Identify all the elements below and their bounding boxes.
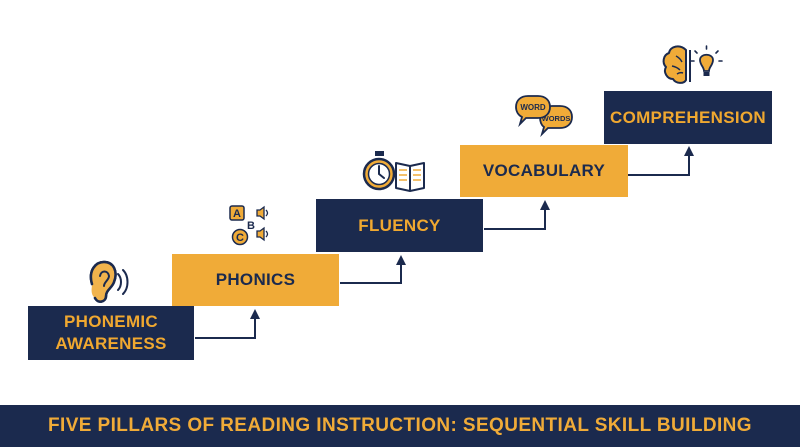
step-fluency: FLUENCY bbox=[316, 199, 483, 252]
footer-title: FIVE PILLARS OF READING INSTRUCTION: SEQ… bbox=[48, 415, 752, 436]
step-label: FLUENCY bbox=[358, 215, 441, 235]
step-label-line1: PHONEMIC bbox=[63, 312, 158, 331]
connector-arrow-1 bbox=[195, 309, 260, 339]
word-bubbles-icon: WORDS WORD bbox=[515, 95, 573, 138]
connector-arrow-3 bbox=[484, 200, 550, 230]
step-label: COMPREHENSION bbox=[610, 107, 766, 127]
bubble-words-text: WORDS bbox=[542, 114, 571, 123]
step-vocabulary: VOCABULARY bbox=[460, 145, 628, 197]
connector-arrow-4 bbox=[628, 146, 694, 176]
ear-sound-icon bbox=[89, 260, 129, 303]
letter-c: C bbox=[236, 232, 244, 244]
step-label: PHONICS bbox=[215, 270, 296, 289]
step-label-line2: AWARENESS bbox=[55, 334, 167, 353]
letter-a: A bbox=[233, 208, 241, 220]
connector-arrow-2 bbox=[340, 255, 406, 284]
step-phonics: PHONICS bbox=[172, 254, 339, 306]
step-phonemic-awareness: PHONEMIC AWARENESS bbox=[28, 306, 194, 360]
step-label: VOCABULARY bbox=[482, 161, 606, 180]
step-comprehension: COMPREHENSION bbox=[604, 91, 772, 144]
stopwatch-book-icon bbox=[362, 151, 425, 192]
bubble-word-text: WORD bbox=[520, 103, 546, 112]
footer-title-bar: FIVE PILLARS OF READING INSTRUCTION: SEQ… bbox=[0, 405, 800, 447]
brain-lightbulb-icon bbox=[662, 45, 723, 84]
abc-sound-icon: A B C bbox=[229, 205, 269, 246]
letter-b: B bbox=[247, 220, 255, 232]
